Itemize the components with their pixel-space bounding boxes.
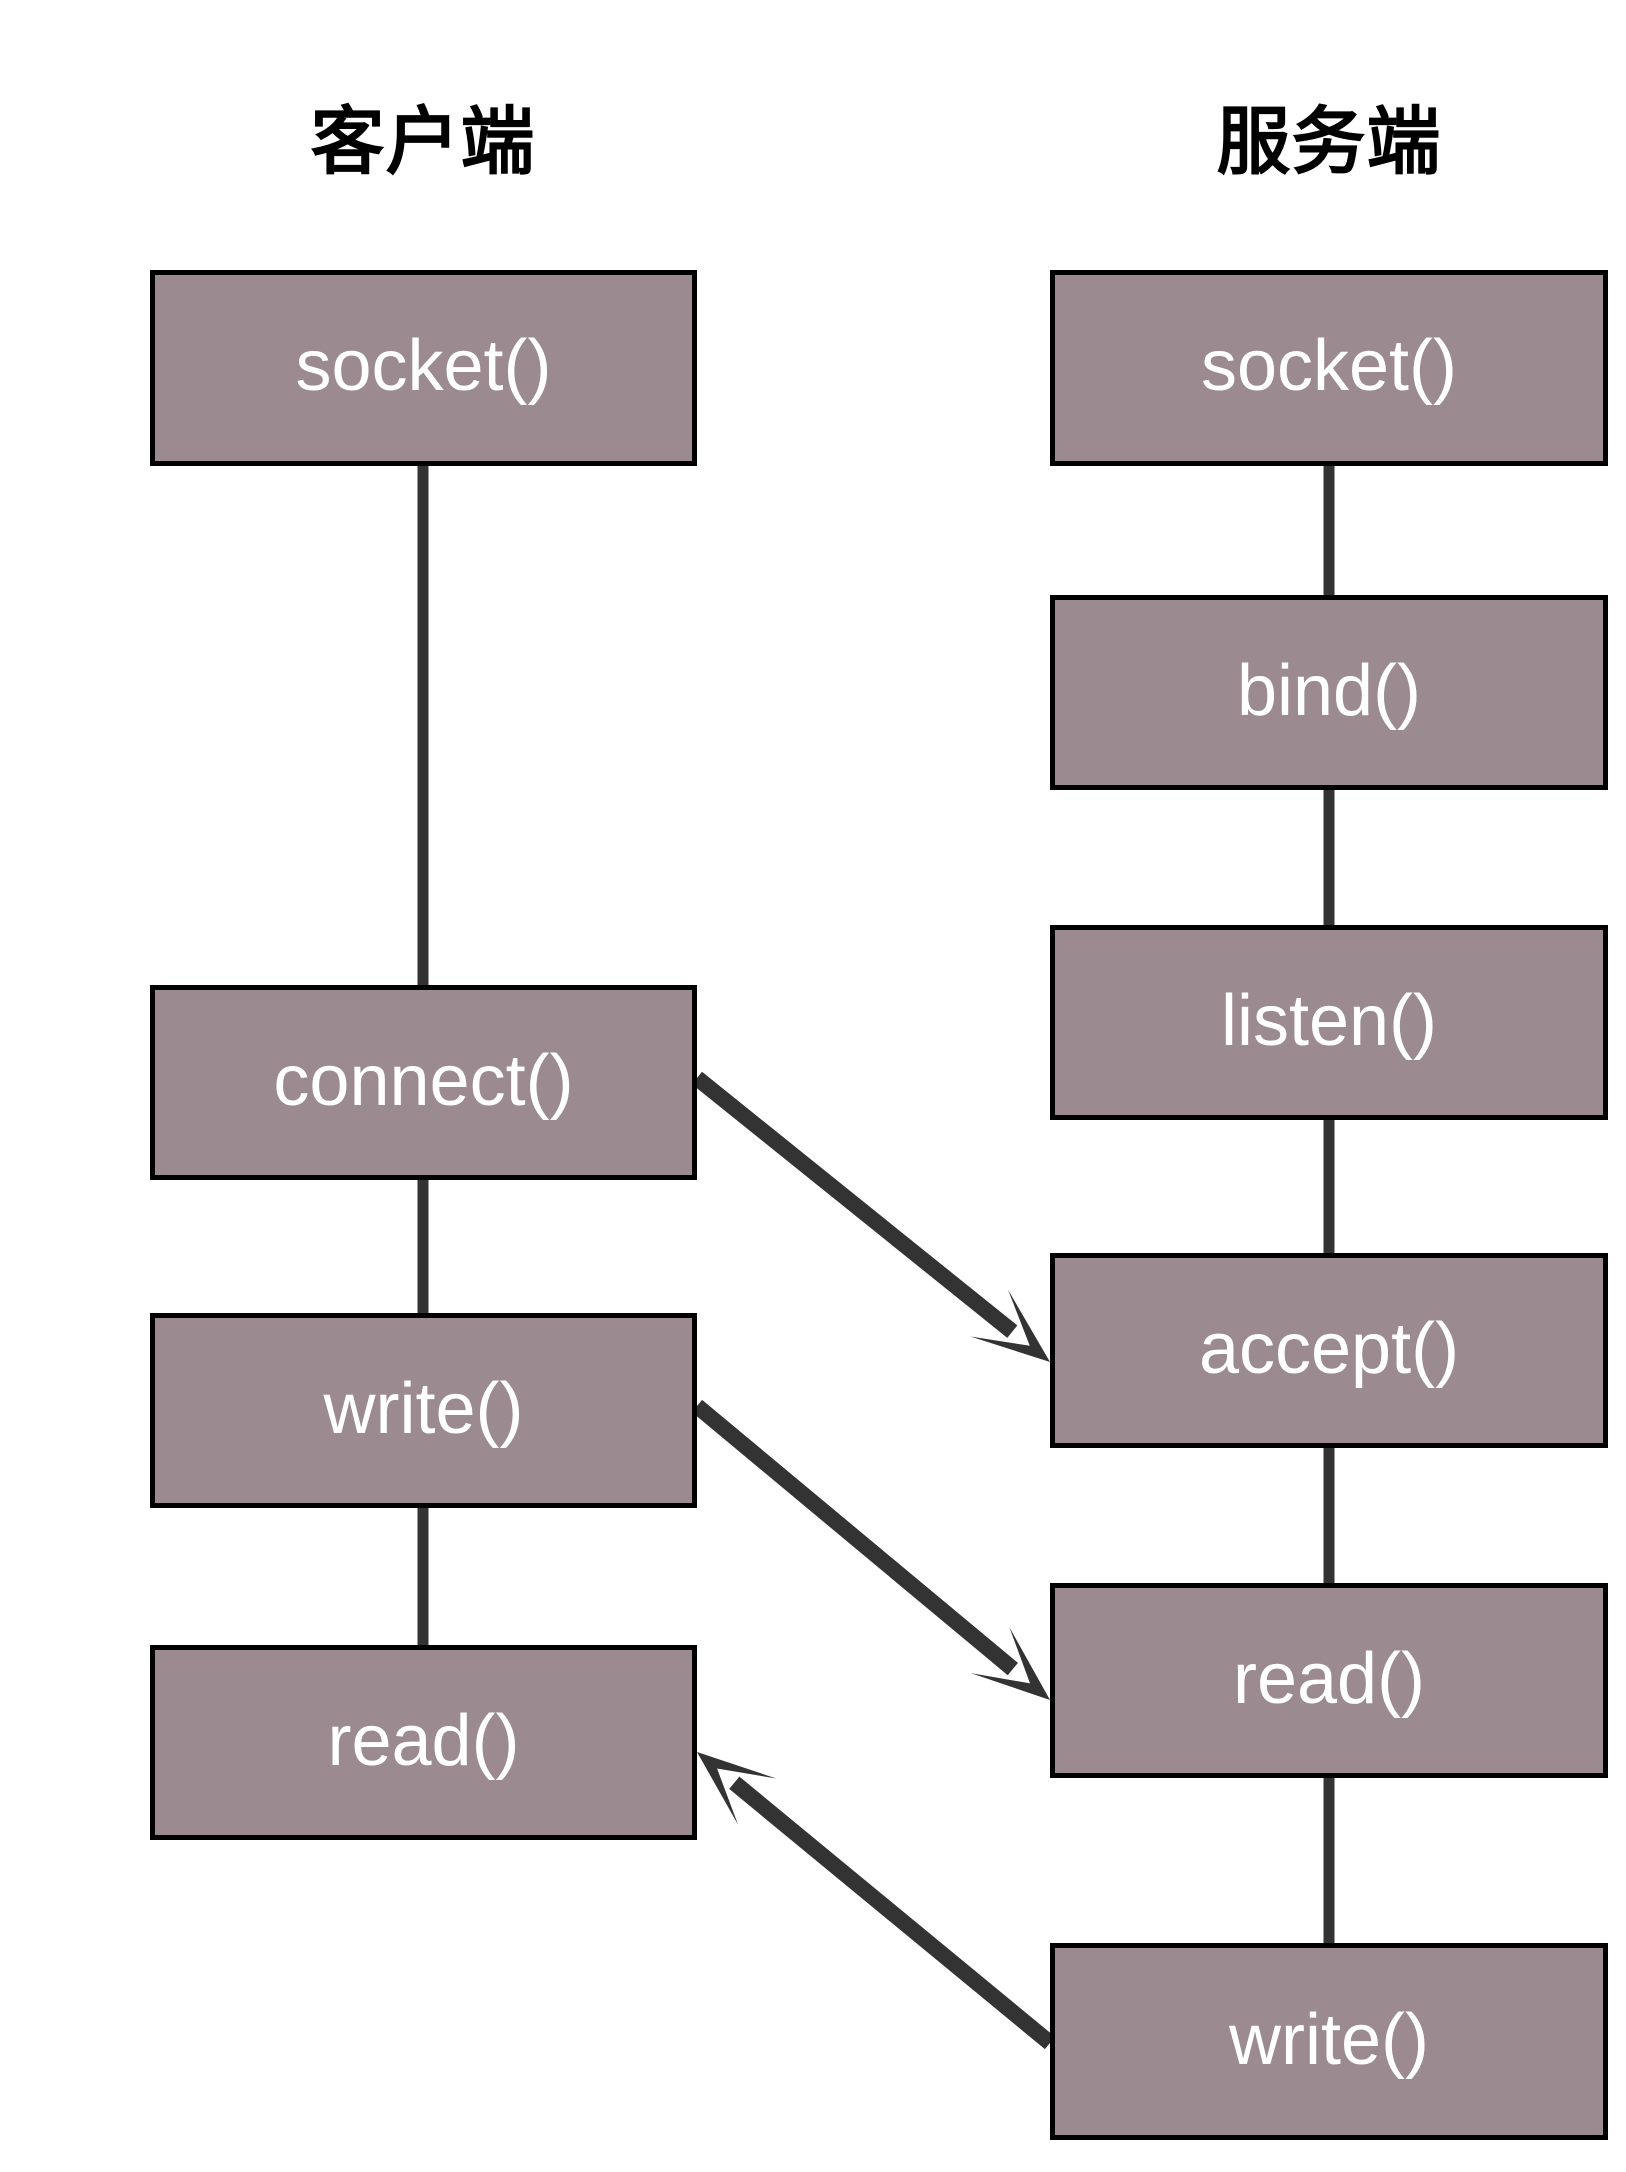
node-server-read[interactable]: read() xyxy=(1050,1583,1608,1778)
msg-connect-to-accept-shaft xyxy=(691,1071,1018,1338)
column-title-server: 服务端 xyxy=(1216,100,1442,183)
node-label: read() xyxy=(1232,1638,1426,1719)
node-server-listen[interactable]: listen() xyxy=(1050,925,1608,1120)
node-label: socket() xyxy=(295,326,552,406)
node-server-write[interactable]: write() xyxy=(1050,1943,1608,2140)
node-label: accept() xyxy=(1198,1308,1460,1389)
node-client-read[interactable]: read() xyxy=(150,1645,697,1840)
node-server-bind[interactable]: bind() xyxy=(1050,595,1608,790)
msg-serverwrite-to-clientread-shaft xyxy=(729,1776,1056,2050)
msg-serverwrite-to-clientread-arrowhead xyxy=(697,1752,777,1825)
node-label: write() xyxy=(1229,1999,1429,2080)
node-label: socket() xyxy=(1200,326,1458,406)
node-label: write() xyxy=(323,1368,524,1449)
node-server-socket[interactable]: socket() xyxy=(1050,270,1608,466)
node-label: read() xyxy=(327,1700,520,1781)
node-client-write[interactable]: write() xyxy=(150,1313,697,1508)
node-client-socket[interactable]: socket() xyxy=(150,270,697,466)
msg-write-to-read-shaft xyxy=(691,1399,1018,1676)
msg-write-to-read-arrowhead xyxy=(970,1627,1050,1700)
node-client-connect[interactable]: connect() xyxy=(150,985,697,1180)
node-label: bind() xyxy=(1236,650,1422,731)
msg-connect-to-accept-arrowhead xyxy=(970,1289,1050,1362)
node-server-accept[interactable]: accept() xyxy=(1050,1253,1608,1448)
node-label: listen() xyxy=(1220,980,1438,1061)
message-arrows xyxy=(691,1071,1056,2050)
column-title-client: 客户端 xyxy=(310,100,536,183)
node-label: connect() xyxy=(273,1040,574,1121)
